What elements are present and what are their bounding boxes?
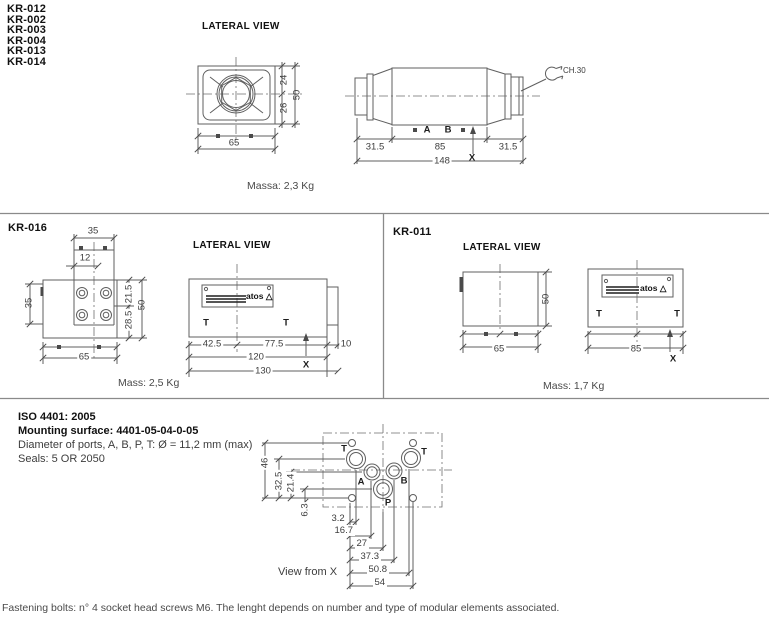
view-from-x-label: View from X (278, 566, 338, 578)
dim-21-5: 21.5 (123, 283, 135, 305)
dim-31-5-right: 31.5 (498, 141, 518, 153)
dim-65: 65 (492, 343, 506, 355)
dim-42-5: 42.5 (201, 338, 223, 350)
iso-standard-line: ISO 4401: 2005 (18, 411, 96, 423)
dim-65: 65 (77, 351, 91, 363)
port-label-p: P (384, 497, 392, 509)
dim-16-7: 16.7 (333, 525, 355, 536)
dim-120: 120 (246, 351, 266, 363)
dim-3-2: 3.2 (330, 513, 347, 524)
dim-31-5-left: 31.5 (365, 141, 385, 153)
port-label-t: T (203, 317, 209, 329)
model-code-list: KR-012 KR-002 KR-003 KR-004 KR-013 KR-01… (7, 4, 46, 68)
dim-130: 130 (253, 365, 273, 377)
lateral-view-heading: LATERAL VIEW (202, 21, 280, 32)
port-label-t: T (283, 317, 289, 329)
atos-nameplate (201, 284, 274, 308)
mass-label-top: Massa: 2,3 Kg (247, 180, 315, 192)
atos-nameplate (601, 274, 674, 298)
model-code: KR-002 (7, 13, 47, 26)
dim-54: 54 (373, 577, 387, 588)
dim-50: 50 (291, 89, 303, 101)
footer-note: Fastening bolts: n° 4 socket head screws… (2, 602, 560, 614)
dim-65: 65 (228, 137, 240, 149)
lateral-view-heading: LATERAL VIEW (463, 242, 541, 253)
kr012-lateral-view-drawing (345, 66, 564, 165)
dim-85: 85 (434, 141, 446, 153)
port-diameter-line: Diameter of ports, A, B, P, T: Ø = 11,2 … (18, 439, 253, 451)
dim-24: 24 (278, 74, 290, 86)
kr012-front-view-drawing (186, 57, 302, 154)
view-x-label: X (468, 152, 476, 164)
port-label-b: B (444, 124, 452, 136)
kr016-lateral-view-drawing (185, 264, 352, 377)
model-code: KR-003 (7, 24, 47, 37)
dim-50: 50 (136, 299, 148, 311)
kr016-title: KR-016 (8, 222, 48, 234)
kr011-title: KR-011 (393, 226, 432, 238)
kr011-front-view-drawing (459, 264, 552, 353)
lateral-view-heading: LATERAL VIEW (193, 240, 271, 251)
section-dividers (0, 212, 769, 400)
port-label-t: T (421, 446, 427, 458)
wrench-size-label: CH.30 (563, 66, 586, 75)
dim-21-4: 21.4 (285, 472, 297, 494)
dim-27: 27 (355, 538, 369, 549)
atos-logo: atos △ (246, 291, 273, 301)
dim-46: 46 (259, 456, 271, 470)
view-x-label: X (302, 359, 310, 371)
dim-50: 50 (540, 293, 552, 305)
port-label-t: T (674, 308, 680, 320)
dim-50-8: 50.8 (367, 564, 389, 575)
dim-35-top: 35 (87, 225, 99, 237)
port-label-b: B (400, 475, 408, 487)
dim-77-5: 77.5 (263, 338, 285, 350)
mounting-surface-line: Mounting surface: 4401-05-04-0-05 (18, 425, 199, 437)
dim-26: 26 (278, 102, 290, 114)
dim-35-left: 35 (23, 297, 35, 309)
dim-32-5: 32.5 (273, 470, 285, 492)
model-code: KR-004 (7, 34, 47, 47)
wrench-icon (545, 66, 564, 81)
dim-10: 10 (339, 338, 353, 350)
dim-28-5: 28.5 (123, 309, 135, 331)
mass-label-kr016: Mass: 2,5 Kg (118, 377, 180, 389)
atos-logo: atos △ (640, 283, 667, 293)
port-label-a: A (357, 476, 365, 488)
model-code: KR-014 (7, 55, 47, 68)
dim-37-3: 37.3 (359, 551, 381, 562)
port-label-t: T (596, 308, 602, 320)
kr011-lateral-view-drawing (584, 260, 687, 354)
seals-line: Seals: 5 OR 2050 (18, 453, 105, 465)
mass-label-kr011: Mass: 1,7 Kg (543, 380, 605, 392)
dim-85: 85 (629, 343, 643, 355)
port-label-a: A (423, 124, 431, 136)
view-x-label: X (669, 353, 677, 365)
dim-148: 148 (432, 155, 452, 167)
model-code: KR-012 (7, 3, 47, 15)
dim-6-3: 6.3 (299, 501, 311, 519)
dim-12: 12 (78, 252, 92, 264)
kr016-front-view-drawing (25, 234, 147, 364)
port-label-t: T (341, 443, 347, 455)
model-code: KR-013 (7, 45, 47, 58)
